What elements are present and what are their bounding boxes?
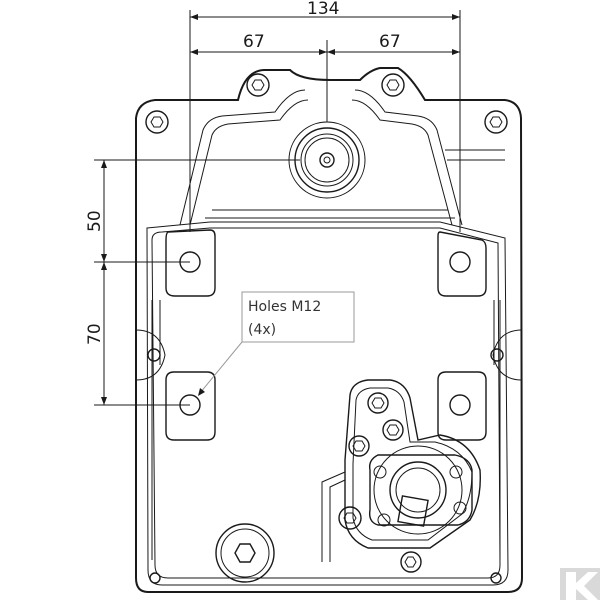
drive-plate xyxy=(344,379,481,549)
dim-overall-width: 134 xyxy=(307,0,339,19)
note-leader-arrow xyxy=(198,388,205,396)
bolt-top-left xyxy=(145,110,169,134)
note-leader xyxy=(199,341,243,394)
plate-stepped-outline xyxy=(321,471,346,562)
plate-bolt-top xyxy=(367,392,389,414)
plate-bolt-mid xyxy=(382,419,404,441)
upper-rib-right xyxy=(354,89,463,226)
bolt-top-center-left xyxy=(246,73,270,97)
note-box xyxy=(241,291,355,343)
note-line-1: Holes M12 xyxy=(248,299,321,315)
right-step xyxy=(445,149,505,161)
side-lug-right xyxy=(490,329,523,381)
dim-vertical-upper: 50 xyxy=(85,210,105,232)
upper-rib-right-inner xyxy=(351,99,453,226)
upper-rib-left-inner xyxy=(189,99,309,226)
bottom-small-bolt xyxy=(400,551,422,573)
dim-vertical-lower: 70 xyxy=(85,323,105,345)
bolt-top-right xyxy=(484,110,508,134)
inner-cover-outline xyxy=(146,221,509,586)
dim-left-half: 67 xyxy=(243,32,265,52)
upper-rib-left xyxy=(179,89,306,226)
plate-bolt-left xyxy=(348,435,370,457)
dimension-top xyxy=(189,10,461,232)
drive-plate-inner xyxy=(352,387,473,541)
right-rib xyxy=(493,300,501,560)
drain-plug xyxy=(215,523,275,583)
bolt-top-center-right xyxy=(381,73,405,97)
bottom-left-hole xyxy=(149,572,161,584)
output-flange xyxy=(368,445,473,535)
dimension-left xyxy=(94,159,300,406)
left-rib xyxy=(151,300,161,560)
dim-right-half: 67 xyxy=(379,32,401,52)
mount-hole-bottom-right xyxy=(437,371,487,441)
mount-hole-top-right xyxy=(437,231,487,297)
note-line-2: (4x) xyxy=(248,322,276,338)
plate-bolt-lower xyxy=(338,506,362,530)
bottom-right-hole xyxy=(490,572,502,584)
k-logo-icon xyxy=(560,568,600,600)
